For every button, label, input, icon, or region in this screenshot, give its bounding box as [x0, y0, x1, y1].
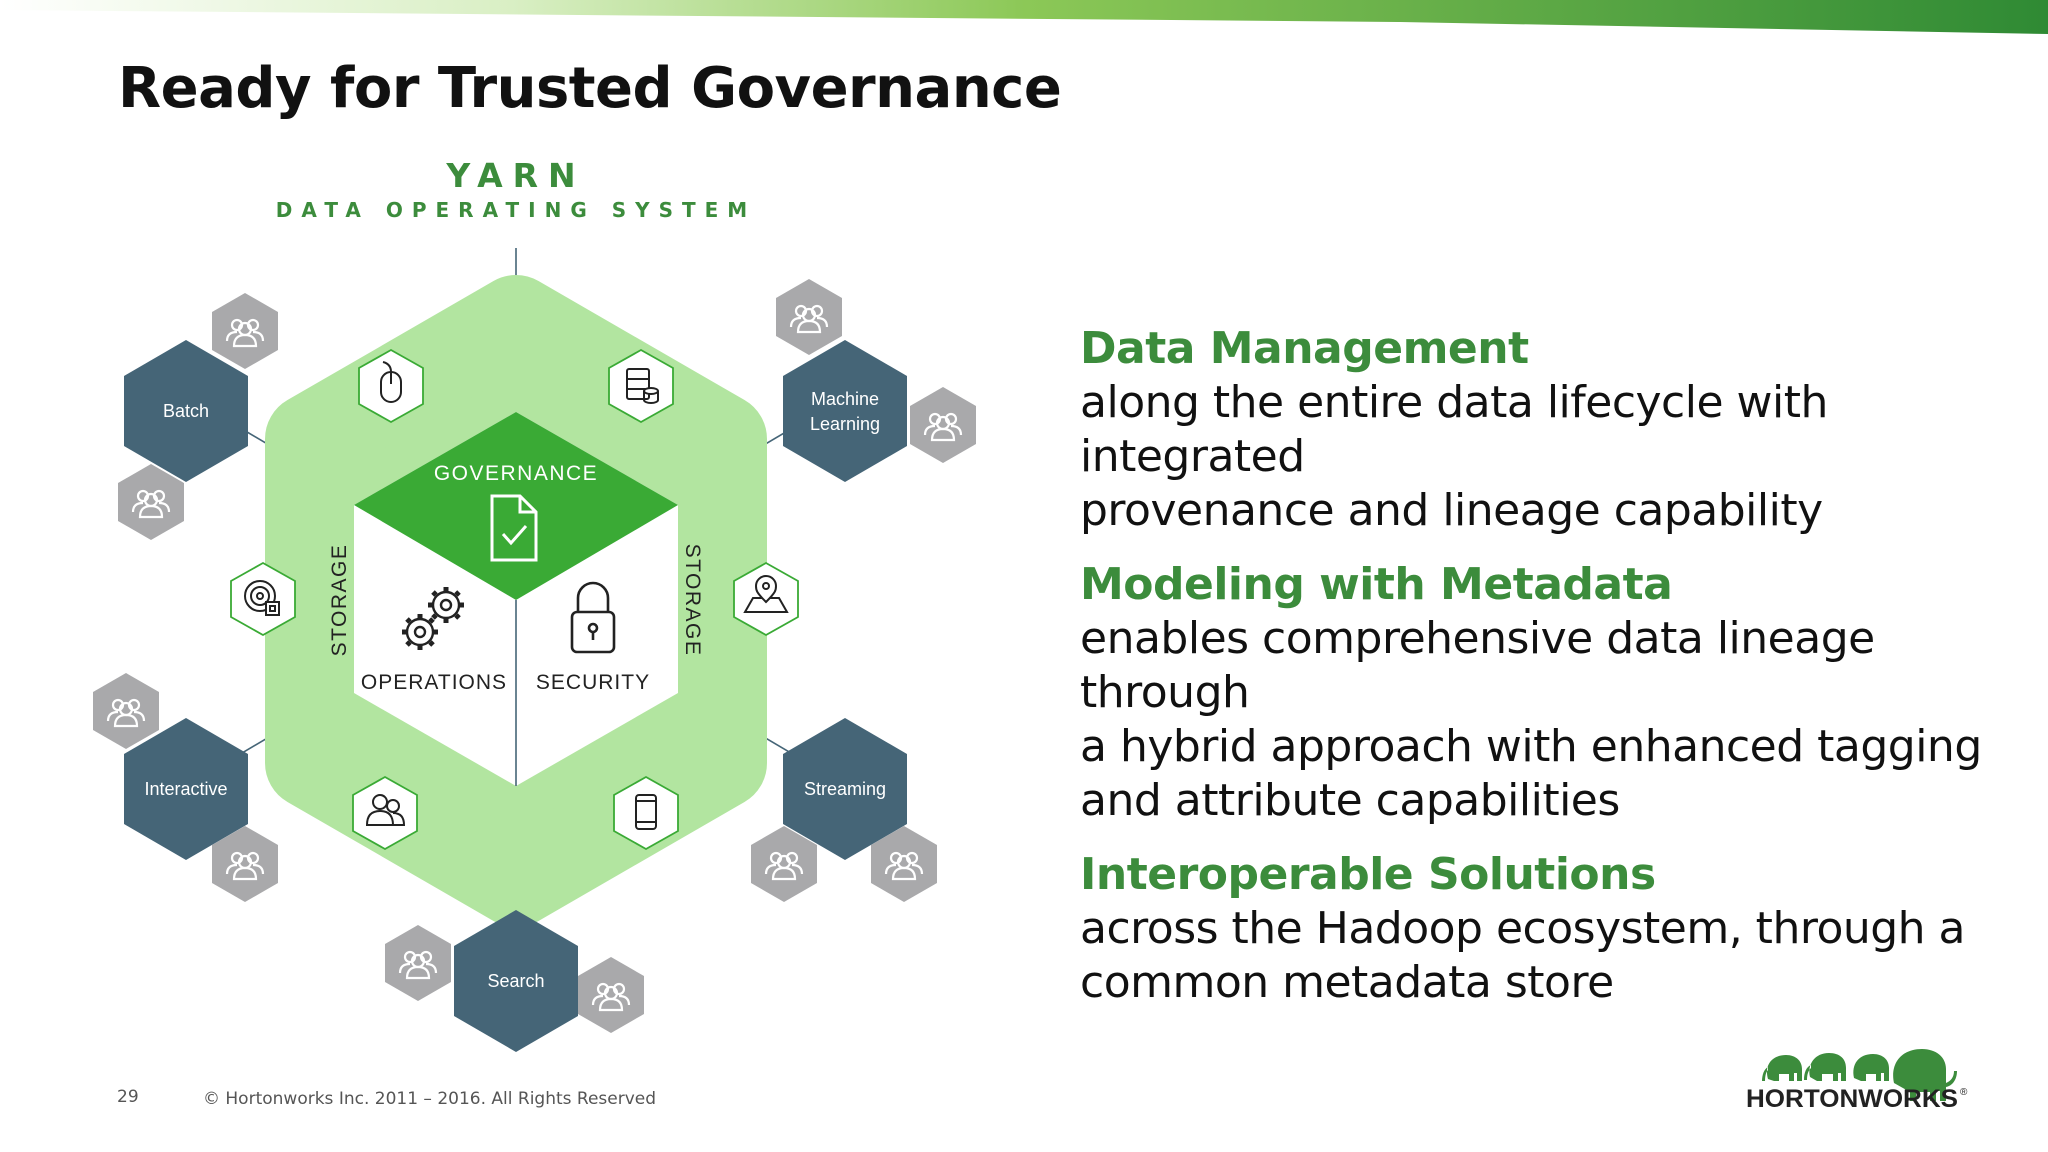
map-pin-icon	[743, 575, 789, 613]
top-accent-bar	[0, 0, 2048, 34]
database-icon	[626, 368, 659, 404]
lock-icon	[570, 581, 616, 654]
logo-text: HORTONWORKS	[1746, 1085, 1958, 1113]
mouse-hex	[358, 348, 424, 424]
operations-label: OPERATIONS	[361, 671, 507, 694]
machine-learning-label-1: Machine	[811, 389, 879, 409]
search-label: Search	[487, 971, 544, 991]
target-icon	[244, 580, 280, 616]
governance-segment	[354, 412, 678, 600]
people-hex	[385, 925, 451, 1001]
storage-left-label: STORAGE	[328, 544, 351, 657]
slide-title: Ready for Trusted Governance	[118, 56, 1062, 121]
hortonworks-logo: HORTONWORKS ®	[1746, 1049, 1968, 1113]
batch-hex	[124, 340, 248, 482]
users-icon	[365, 794, 406, 826]
phone-hex	[613, 775, 679, 851]
people-hex	[212, 826, 278, 902]
users-hex	[352, 775, 418, 851]
people-hex	[776, 279, 842, 355]
point-body: along the entire data lifecycle with int…	[1080, 377, 1828, 536]
people-hex	[212, 293, 278, 369]
people-hex	[93, 673, 159, 749]
target-hex	[230, 561, 296, 637]
point-heading: Modeling with Metadata	[1080, 559, 1673, 610]
yarn-diagram: GOVERNANCE	[93, 248, 976, 1052]
people-hex	[578, 957, 644, 1033]
mouse-icon	[380, 361, 402, 403]
yarn-subtitle: DATA OPERATING SYSTEM	[275, 198, 757, 222]
page-number: 29	[117, 1087, 139, 1107]
point-interoperable: Interoperable Solutions across the Hadoo…	[1080, 848, 2010, 1010]
people-hex	[751, 826, 817, 902]
people-hex	[910, 387, 976, 463]
search-hex	[454, 910, 578, 1052]
elephant-icon	[1762, 1049, 1957, 1101]
yarn-label: YARN	[446, 156, 586, 195]
streaming-label: Streaming	[804, 779, 886, 799]
phone-icon	[635, 794, 657, 830]
machine-learning-hex	[783, 340, 907, 482]
security-label: SECURITY	[536, 671, 650, 694]
governance-label: GOVERNANCE	[434, 462, 598, 485]
point-body: across the Hadoop ecosystem, through a c…	[1080, 903, 1966, 1008]
point-data-management: Data Management along the entire data li…	[1080, 322, 2010, 538]
document-check-icon	[490, 494, 538, 562]
copyright: © Hortonworks Inc. 2011 – 2016. All Righ…	[203, 1089, 657, 1109]
point-heading: Interoperable Solutions	[1080, 849, 1656, 900]
storage-right-label: STORAGE	[681, 544, 704, 657]
people-hex	[118, 464, 184, 540]
machine-learning-label-2: Learning	[810, 414, 880, 434]
interactive-label: Interactive	[144, 779, 227, 799]
point-heading: Data Management	[1080, 323, 1529, 374]
interactive-hex	[124, 718, 248, 860]
streaming-hex	[783, 718, 907, 860]
gears-icon	[402, 587, 464, 650]
point-modeling-metadata: Modeling with Metadata enables comprehen…	[1080, 558, 2010, 828]
batch-label: Batch	[163, 401, 209, 421]
points-list: Data Management along the entire data li…	[1080, 322, 2010, 1030]
point-body: enables comprehensive data lineage throu…	[1080, 613, 1982, 826]
logo-registered-mark: ®	[1960, 1087, 1968, 1098]
people-hex	[871, 826, 937, 902]
database-hex	[608, 348, 674, 424]
